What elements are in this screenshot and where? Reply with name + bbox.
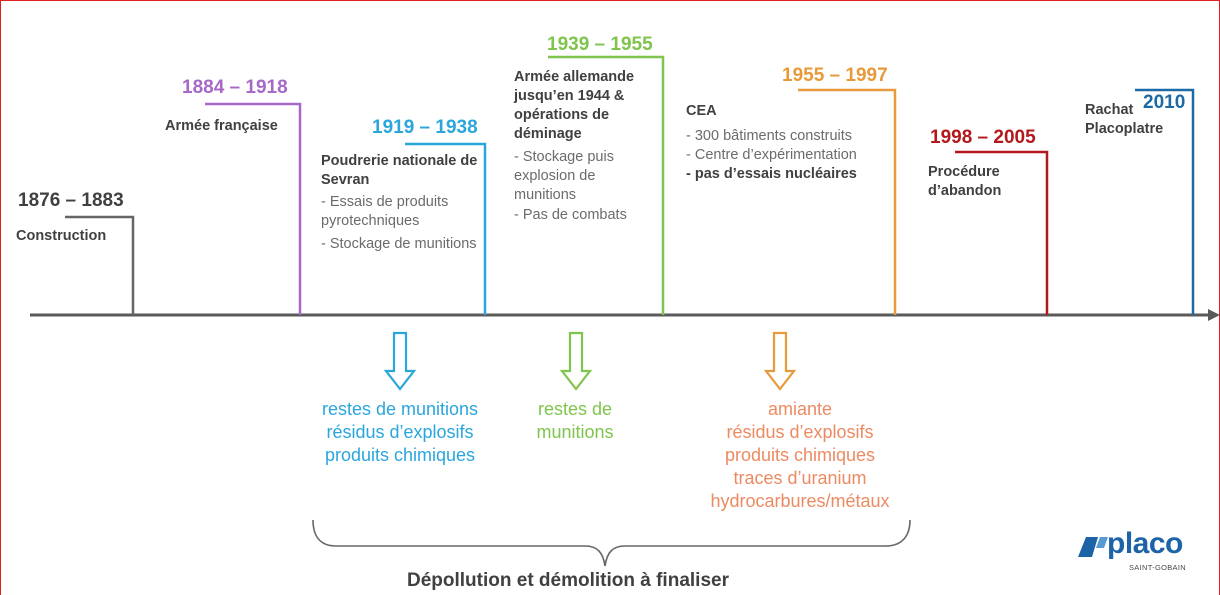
period-title-1955: CEA — [686, 103, 717, 119]
residue-item: munitions — [536, 422, 614, 442]
period-details-1955: CEA - 300 bâtiments construits - Centre … — [686, 102, 896, 184]
period-marker-1876 — [65, 215, 135, 315]
period-years-1876: 1876 – 1883 — [18, 190, 124, 211]
period-marker-1884 — [205, 102, 302, 315]
period-years-1919: 1919 – 1938 — [372, 117, 478, 138]
residue-item: produits chimiques — [324, 445, 476, 465]
period-item: - Essais de produits pyrotechniques — [321, 194, 449, 229]
period-years-1884: 1884 – 1918 — [182, 77, 288, 98]
period-title-1884: Armée française — [165, 118, 278, 134]
period-item: - Stockage de munitions — [321, 236, 477, 252]
curly-brace — [312, 519, 911, 567]
period-marker-1939 — [548, 55, 665, 315]
residue-item: résidus d’explosifs — [326, 422, 474, 442]
period-details-1939: Armée allemande jusqu’en 1944 & opératio… — [514, 68, 664, 225]
footer-caption: Dépollution et démolition à finaliser — [407, 570, 729, 591]
period-marker-2010 — [1135, 88, 1195, 315]
down-arrow-icon — [559, 331, 593, 391]
placo-logo-icon — [1078, 537, 1098, 557]
period-title-1919: Poudrerie nationale de Sevran — [321, 153, 478, 188]
period-years-2010: 2010 — [1143, 92, 1186, 113]
residue-item: amiante — [767, 399, 833, 419]
period-years-1939: 1939 – 1955 — [547, 34, 653, 55]
down-arrow-icon — [383, 331, 417, 391]
placo-logo-icon-accent — [1096, 537, 1108, 548]
period-title-1998: Procédure d’abandon — [928, 164, 1002, 199]
placo-logo-text: placo — [1107, 527, 1183, 560]
residues-1919: restes de munitions résidus d’explosifs … — [300, 398, 500, 467]
period-details-1919: Poudrerie nationale de Sevran - Essais d… — [321, 152, 481, 254]
period-marker-1998 — [955, 150, 1049, 315]
period-title-1876: Construction — [16, 228, 107, 244]
residue-item: traces d’uranium — [733, 468, 867, 488]
period-item: - 300 bâtiments construits — [686, 128, 853, 144]
period-marker-1955 — [798, 88, 897, 315]
period-marker-1919 — [405, 142, 487, 315]
period-years-1955: 1955 – 1997 — [782, 65, 888, 86]
period-item: - Stockage puis explosion de munitions — [514, 149, 614, 203]
period-title-2010: Rachat Placoplatre — [1085, 102, 1164, 137]
period-item: - Centre d’expérimentation — [686, 147, 857, 163]
period-title-1939: Armée allemande jusqu’en 1944 & opératio… — [514, 69, 635, 142]
period-item: - Pas de combats — [514, 207, 627, 223]
axis-arrowhead — [1208, 309, 1220, 321]
placo-logo-subtitle: SAINT-GOBAIN — [1129, 563, 1186, 572]
down-arrow-icon — [763, 331, 797, 391]
residue-item: produits chimiques — [724, 445, 876, 465]
residue-item: hydrocarbures/métaux — [710, 491, 890, 511]
residues-1955: amiante résidus d’explosifs produits chi… — [690, 398, 910, 513]
residue-item: restes de munitions — [321, 399, 479, 419]
residues-1939: restes de munitions — [520, 398, 630, 444]
period-item-highlight: - pas d’essais nucléaires — [686, 166, 857, 182]
residue-item: restes de — [537, 399, 613, 419]
residue-item: résidus d’explosifs — [726, 422, 874, 442]
period-years-1998: 1998 – 2005 — [930, 127, 1036, 148]
